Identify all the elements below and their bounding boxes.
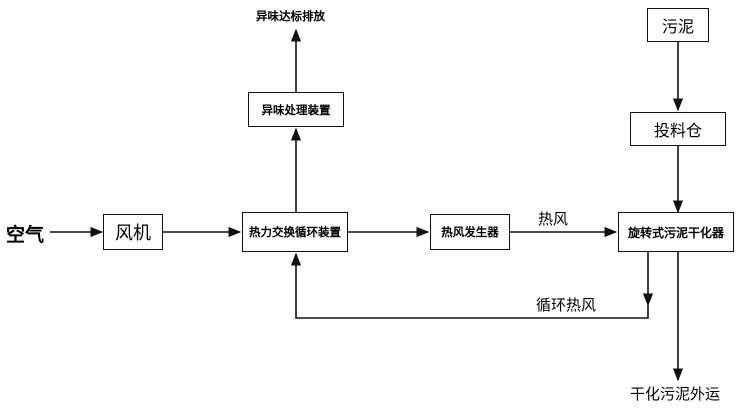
edge-label-recycled-hot-air: 循环热风 [536,296,597,314]
node-heat-exchange: 热力交换循环装置 [242,212,348,252]
node-odor-discharge: 异味达标排放 [256,9,325,23]
node-fan: 风机 [103,214,163,250]
node-feed-bin: 投料仓 [630,112,726,146]
node-sludge: 污泥 [647,8,709,42]
node-sludge-label: 污泥 [661,17,694,36]
node-dried-sludge-out: 干化污泥外运 [630,385,721,403]
node-heat-exchange-label: 热力交换循环装置 [249,225,341,239]
node-dryer-label: 旋转式污泥干化器 [627,225,724,240]
node-air: 空气 [6,224,45,246]
edge-recycle-loop [290,252,649,319]
node-odor-treatment: 异味处理装置 [248,92,344,127]
node-fan-label: 风机 [115,223,151,244]
edge-label-hot-air: 热风 [538,210,569,228]
node-hot-air-generator-label: 热风发生器 [441,225,499,239]
node-dryer: 旋转式污泥干化器 [618,212,734,252]
node-hot-air-generator: 热风发生器 [430,214,510,250]
node-odor-treatment-label: 异味处理装置 [261,102,331,117]
node-feed-bin-label: 投料仓 [653,121,702,140]
